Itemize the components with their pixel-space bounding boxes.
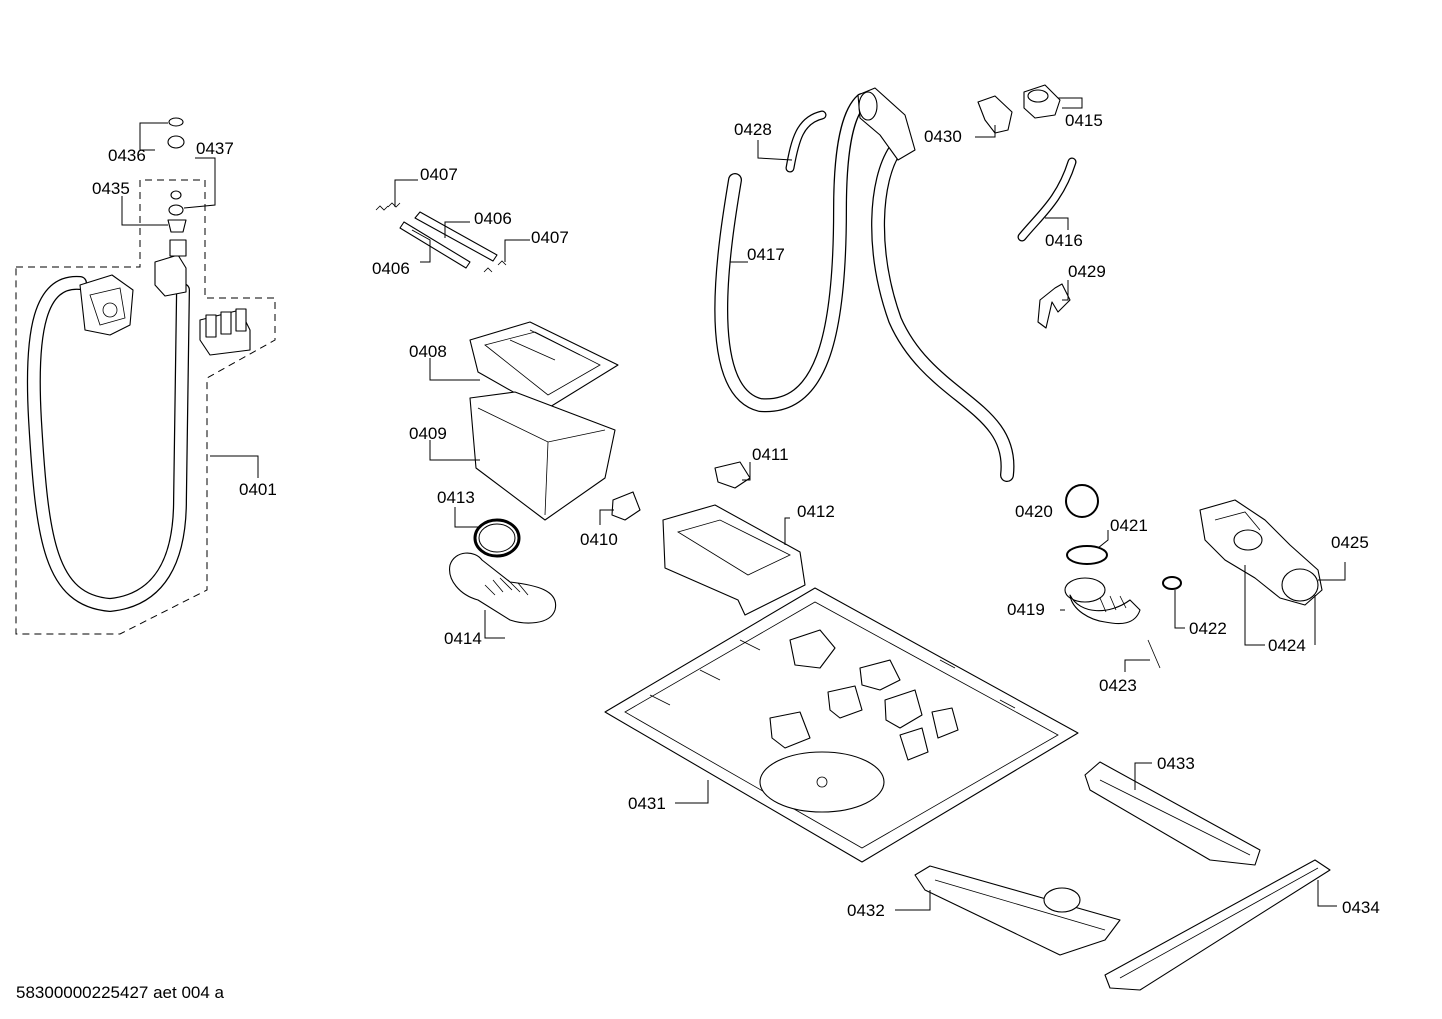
part-label-0419: 0419 [1007,600,1045,619]
part-label-0422: 0422 [1189,619,1227,638]
part-label-0415: 0415 [1065,111,1103,130]
part-label-0417: 0417 [747,245,785,264]
base-frame [604,587,1079,863]
part-label-0432: 0432 [847,901,885,920]
part-label-0401: 0401 [239,480,277,499]
part-label-0416: 0416 [1045,231,1083,250]
part-label-0407-right: 0407 [531,228,569,247]
hoses-assembly [714,84,1077,482]
drain-pump-assembly [1064,484,1323,669]
part-label-0429: 0429 [1068,262,1106,281]
part-label-0420: 0420 [1015,502,1053,521]
part-label-0428: 0428 [734,120,772,139]
part-label-0406-left: 0406 [372,259,410,278]
part-label-0433: 0433 [1157,754,1195,773]
part-label-0411: 0411 [752,445,789,464]
part-label-0412: 0412 [797,502,835,521]
part-labels: 0436 0437 0435 0401 0407 0406 0407 0406 … [92,111,1380,920]
part-label-0414: 0414 [444,629,482,648]
document-id: 58300000225427 aet 004 a [16,983,225,1002]
part-label-0425: 0425 [1331,533,1369,552]
base-rails [914,761,1331,991]
part-label-0406-right: 0406 [474,209,512,228]
part-label-0409: 0409 [409,424,447,443]
part-label-0437: 0437 [196,139,234,158]
leader-lines [121,97,1346,911]
part-label-0431: 0431 [628,794,666,813]
part-label-0421: 0421 [1110,516,1148,535]
part-label-0408: 0408 [409,342,447,361]
part-label-0434: 0434 [1342,898,1380,917]
inlet-hose-assembly [15,117,276,635]
part-label-0410: 0410 [580,530,618,549]
part-label-0435: 0435 [92,179,130,198]
detergent-dispenser-assembly [375,202,806,624]
part-label-0407-top: 0407 [420,165,458,184]
part-label-0430: 0430 [924,127,962,146]
part-label-0436: 0436 [108,146,146,165]
part-label-0413: 0413 [437,488,475,507]
part-label-0424: 0424 [1268,636,1306,655]
part-label-0423: 0423 [1099,676,1137,695]
